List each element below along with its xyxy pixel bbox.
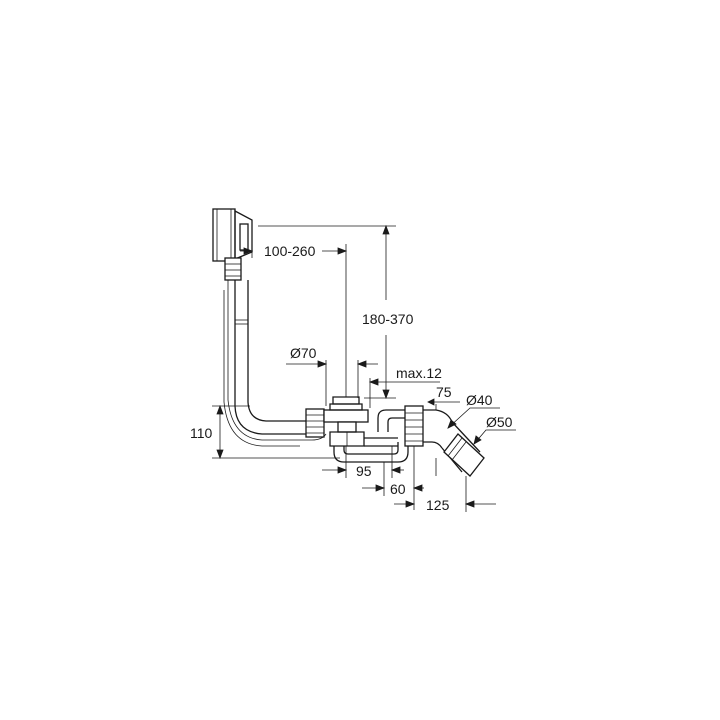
dim-label-outlet-inner: Ø40 [466, 392, 493, 408]
dim-outlet-outer: Ø50 [473, 414, 516, 445]
dim-waste-diameter: Ø70 [286, 345, 378, 406]
dim-label-waste-diameter: Ø70 [290, 345, 317, 361]
dim-outlet-inner: Ø40 [447, 392, 500, 429]
dim-trap-offset: 95 [322, 446, 404, 479]
dim-height: 110 [190, 404, 340, 460]
dim-label-elbow-length: 75 [436, 384, 452, 400]
dim-elbow-length: 75 [427, 384, 460, 410]
dim-max-offset: max.12 [368, 365, 442, 408]
dim-label-height: 110 [190, 425, 213, 441]
dim-trap-spacing: 60 [362, 446, 424, 510]
dim-overflow-height: 180-370 [258, 224, 414, 400]
dim-outlet-offset: 125 [394, 458, 496, 513]
dim-label-trap-offset: 95 [356, 463, 372, 479]
overflow-head [212, 208, 253, 281]
waste-assembly [305, 392, 485, 477]
dim-label-overflow-reach: 100-260 [264, 243, 316, 259]
dim-overflow-reach: 100-260 [240, 243, 348, 392]
dim-label-outlet-outer: Ø50 [486, 414, 513, 430]
dim-label-overflow-height: 180-370 [362, 311, 414, 327]
dim-label-outlet-offset: 125 [426, 497, 450, 513]
dim-label-trap-spacing: 60 [390, 481, 406, 497]
dim-label-max-offset: max.12 [396, 365, 442, 381]
